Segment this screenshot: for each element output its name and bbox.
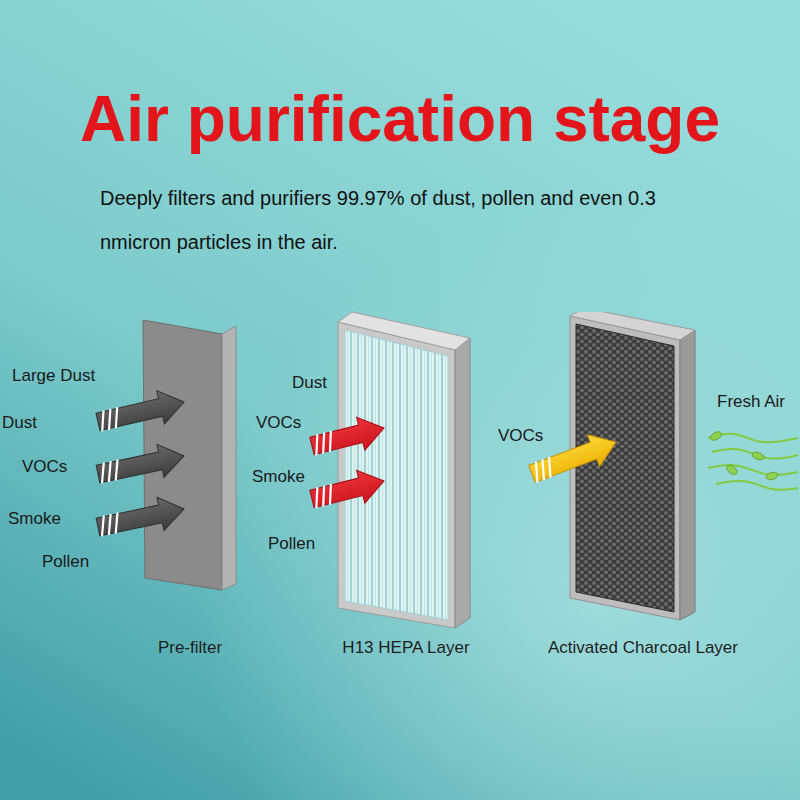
- arrow-feather: [318, 433, 329, 454]
- flow-arrow: [95, 492, 188, 543]
- pollutant-label: Smoke: [252, 467, 305, 487]
- panel-face: [570, 312, 695, 340]
- leaf: [751, 451, 765, 462]
- layer-caption: H13 HEPA Layer: [342, 638, 469, 658]
- arrow-body: [95, 492, 188, 543]
- arrow-feather: [98, 463, 108, 484]
- pollutant-label: VOCs: [498, 426, 543, 446]
- leaf: [765, 471, 778, 481]
- filter-panel: [566, 312, 698, 624]
- filter-panel: [334, 308, 474, 632]
- arrow-body: [308, 465, 388, 516]
- arrow-feather: [112, 460, 122, 481]
- leaf: [725, 464, 739, 477]
- pollutant-label: Large Dust: [12, 366, 95, 386]
- arrow-body: [95, 439, 188, 490]
- arrow-feather: [530, 462, 543, 483]
- arrow-feather: [112, 513, 122, 534]
- arrow-feather: [98, 410, 108, 431]
- flow-arrow: [308, 465, 388, 516]
- panel-face: [338, 312, 470, 350]
- arrow-feather: [312, 487, 323, 508]
- pollutant-label: VOCs: [256, 413, 301, 433]
- title-box: Air purification stage: [0, 82, 800, 156]
- leaf: [709, 430, 723, 442]
- arrow-feather: [325, 484, 336, 505]
- flow-arrow: [308, 412, 388, 463]
- arrow-feather: [537, 459, 550, 480]
- pollutant-label: VOCs: [22, 457, 67, 477]
- filter-layer: Activated Charcoal Layer: [566, 312, 698, 624]
- arrow-feather: [312, 434, 323, 455]
- arrow-feather: [105, 514, 115, 535]
- pollutant-label: Fresh Air: [717, 392, 785, 412]
- arrow-feather: [543, 457, 556, 478]
- pollutant-label: Dust: [2, 413, 37, 433]
- panel-face: [338, 322, 455, 628]
- pollutant-label: Dust: [292, 373, 327, 393]
- panel-face: [570, 316, 680, 620]
- arrow-body: [94, 385, 188, 438]
- fresh-air-stream: [708, 465, 798, 475]
- pollutant-label: Smoke: [8, 509, 61, 529]
- panel-face: [680, 330, 695, 620]
- panel-face: [455, 338, 470, 628]
- flow-arrow: [95, 439, 188, 490]
- layer-caption: Activated Charcoal Layer: [548, 638, 738, 658]
- subtitle: Deeply filters and purifiers 99.97% of d…: [100, 176, 710, 264]
- arrow-feather: [111, 407, 121, 428]
- filter-layer: H13 HEPA Layer: [334, 308, 474, 632]
- layer-caption: Pre-filter: [158, 638, 222, 658]
- pollutant-label: Pollen: [42, 552, 89, 572]
- arrow-body: [308, 412, 388, 463]
- arrow-feather: [98, 516, 108, 537]
- pollutant-label: Pollen: [268, 534, 315, 554]
- fresh-air-stream: [716, 481, 798, 490]
- arrow-feather: [318, 486, 329, 507]
- panel-face: [576, 324, 674, 612]
- arrow-feather: [325, 431, 336, 452]
- panel-face: [222, 326, 236, 590]
- arrow-feather: [105, 461, 115, 482]
- title: Air purification stage: [80, 82, 720, 156]
- arrow-feather: [105, 409, 115, 430]
- flow-arrow: [94, 385, 188, 438]
